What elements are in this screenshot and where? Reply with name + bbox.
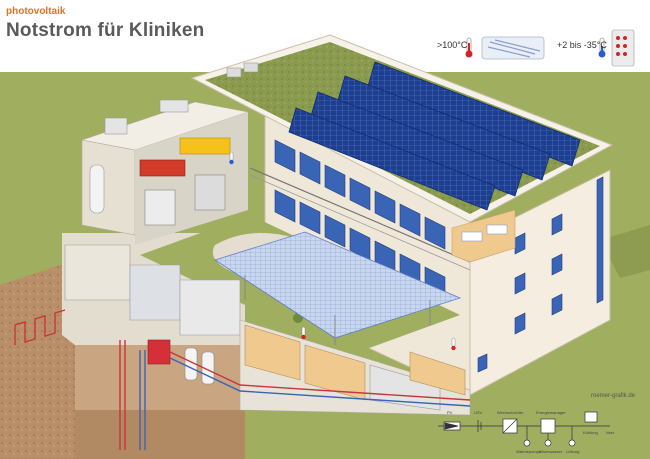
geothermal-pipes [14,309,471,450]
warmwater-symbol [544,439,552,447]
window [551,253,563,276]
basement-room-5 [304,344,366,401]
circuit-label-cooling: Kühlung [583,430,598,435]
window [299,201,321,235]
inverter-diagonal [502,418,518,434]
solar-row-2 [337,75,551,181]
window [477,353,488,373]
heat-pump-unit [147,339,171,365]
roof-vent-1 [226,67,242,78]
cooling-symbol [584,411,598,423]
thermometer-icon [229,151,234,165]
solar-row-4 [288,107,496,211]
window [349,177,371,211]
heatpump-symbol [523,439,531,447]
ground-loop-coil [14,309,66,345]
circuit-label-warm-water: Warmwasser [539,449,563,454]
rooftop-fan-unit [159,99,189,113]
boiler-cylinder [89,164,105,214]
ventilation-symbol [568,439,576,447]
balcony-railing-lower [249,174,471,271]
brand-logo-text: photovoltaik [6,6,66,17]
basement-room-4 [244,324,301,381]
battery-storage-yellow [179,137,231,155]
solar-row-1 [367,61,581,167]
soil-shadow [75,410,245,459]
basement-room-7 [409,351,466,396]
battery-storage-red [139,159,186,177]
window [424,216,446,250]
hospital-bed-2 [486,224,508,235]
heat-distribution-pipe [169,351,471,401]
thermometer-icon [301,326,306,340]
window [551,293,563,316]
circuit-label-ventilation: Lüftung [566,449,579,454]
basement-rooms [64,244,471,416]
temperature-label-hot: >100°C [437,40,468,50]
window [324,164,346,198]
energy-circuit-diagram: PV USV Wechselrichter Energiemanager Küh… [438,410,614,454]
circuit-label-grid: Netz [606,430,614,435]
circuit-label-pv: PV [447,410,453,415]
roof-vent-2 [243,62,259,73]
cold-distribution-pipe [169,357,471,407]
window [274,189,296,223]
pv-arrow [444,422,459,430]
inverter-cabinet [144,189,176,226]
credit-text: roemer-grafik.de [591,393,636,399]
circuit-label-heat-pump: Wärmepumpe [516,449,542,454]
energy-manager-symbol [540,418,556,434]
medicine-box-icon [611,29,635,67]
window [514,272,526,295]
window [596,176,604,304]
window [514,312,526,335]
window [374,190,396,224]
side-windows [477,176,604,373]
sterilization-tray-icon [481,36,545,60]
basement-room-3 [179,279,241,336]
patient-room [451,209,516,263]
solar-row-3 [310,91,524,197]
window [324,214,346,248]
circuit-label-usv: USV [474,410,483,415]
borehole-pipe-1 [119,340,126,450]
circuit-label-inverter: Wechselrichter [497,410,524,415]
temperature-label-cold: +2 bis -35°C [557,40,607,50]
borehole-pipe-2 [139,350,146,450]
switchgear-cabinet [194,174,226,211]
basement-room-2 [129,264,181,321]
circuit-label-energy-manager: Energiemanager [536,410,566,415]
window [551,213,563,236]
window [274,139,296,173]
hospital-bed [461,231,483,242]
window [514,232,526,255]
thermometer-hot-icon [465,37,473,58]
thermometer-icon [451,337,456,351]
thermometer-cold-icon [598,37,606,58]
rooftop-solar-array [288,61,581,211]
balcony-railing [249,167,471,263]
storage-tank-2 [201,351,215,385]
rooftop-hvac-unit [104,117,128,135]
window [299,151,321,185]
window [399,203,421,237]
page-title: Notstrom für Kliniken [6,20,205,41]
solar-canopy [214,231,462,339]
ground-shadow-right [600,225,650,278]
basement-room-1 [64,244,131,301]
soil-pit [0,260,75,459]
